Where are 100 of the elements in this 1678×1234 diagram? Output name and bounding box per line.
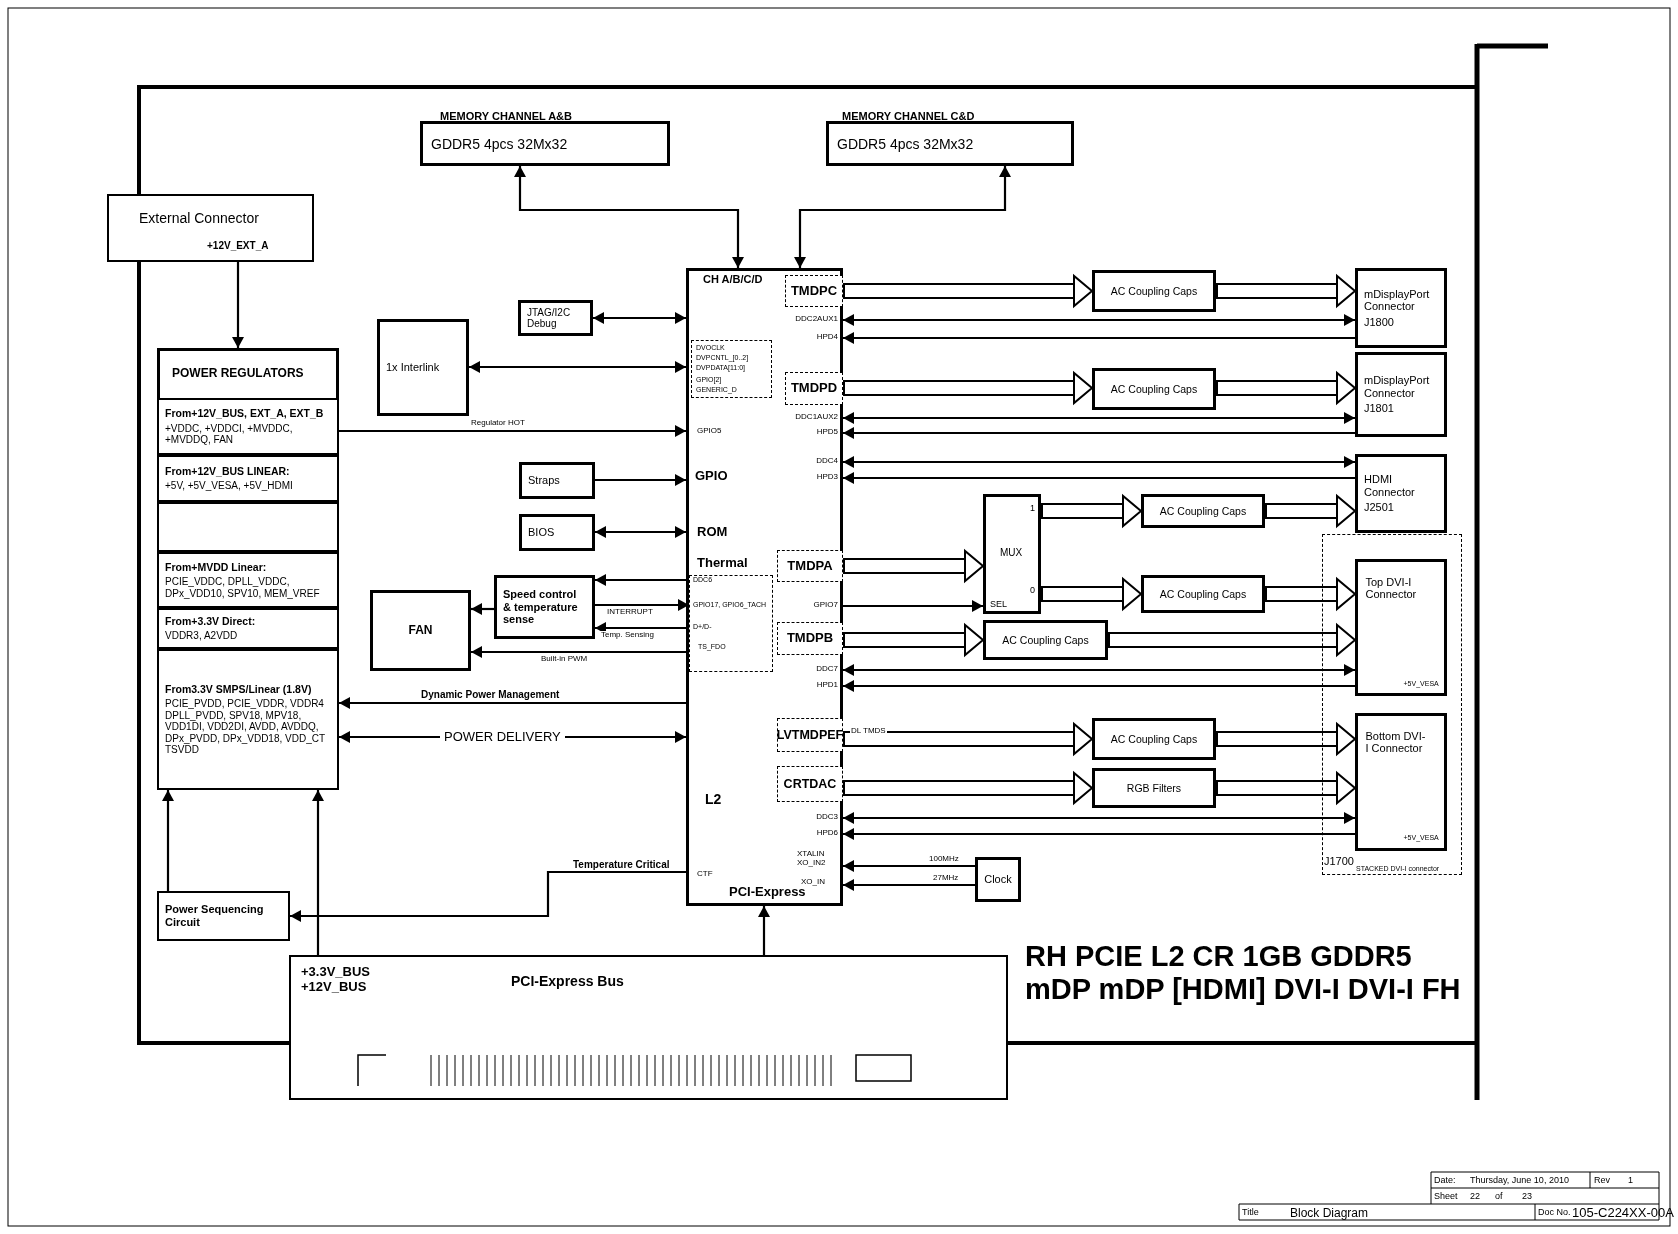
edge-label: DDC7 [815,665,839,674]
arrow [232,262,244,348]
box-label: +12V_EXT_A [207,240,269,252]
bus-arrow [1216,721,1357,757]
bus-arrow [843,370,1094,406]
box-label: JTAG/I2C Debug [527,306,572,330]
diagram-title: RH PCIE L2 CR 1GB GDDR5 mDP mDP [HDMI] DVI-I DVI-I FH [1025,940,1462,1007]
title-block-text: 22 [1470,1191,1480,1201]
output-port-box [777,550,843,582]
regulator-section [157,552,339,608]
box-label: mDisplayPort Connector [1364,287,1431,313]
double-arrow [843,664,1355,676]
bus-arrow [1216,273,1357,309]
box-label: ROM [697,525,728,540]
box-label: AC Coupling Caps [1159,504,1247,518]
box-label: AC Coupling Caps [1110,382,1198,396]
box-label: AC Coupling Caps [1159,587,1247,601]
box-heading: From+3.3V Direct: [165,615,256,628]
box-label: TMDPD [790,381,838,396]
edge-label: HPD4 [815,333,839,342]
box-label: L2 [705,791,722,808]
dvi-connector-box [1354,558,1447,696]
box-label: External Connector [139,210,259,227]
arrow [843,680,1355,692]
box-label: AC Coupling Caps [1002,633,1089,647]
signal-group-box [691,340,772,398]
double-arrow [794,166,1011,268]
edge-label: HPD1 [815,681,839,690]
edge-label: Regulator HOT [470,419,526,428]
box-label: +5V, +5V_VESA, +5V_HDMI [165,480,293,492]
edge-label: DL TMDS [850,727,887,736]
double-arrow [514,166,744,268]
box-label: J2501 [1364,501,1394,514]
title-block-text: Block Diagram [1290,1206,1369,1220]
box-label: GDDR5 4pcs 32Mx32 [431,136,568,153]
arrow [595,474,686,486]
box-label: CH A/B/C/D [703,273,763,286]
title-block-text: 1 [1628,1175,1633,1185]
edge-label: Temperature Critical [572,859,671,870]
box-label: RGB Filters [1126,781,1182,795]
edge-label: GPIO7 [812,601,839,610]
box-heading: MEMORY CHANNEL A&B [440,110,572,123]
regulator-section [157,608,339,649]
box-label: SEL [990,599,1007,610]
regulator-section [157,649,339,790]
output-port-box [785,372,843,405]
box-label: XO_IN [801,877,825,887]
regulator-section [157,502,339,552]
box-label: BIOS [528,526,555,539]
box-label: TMDPA [787,558,833,574]
box-label: Power Sequencing Circuit [165,903,265,929]
arrow [312,790,324,955]
bus-arrow [1108,622,1357,658]
arrow [471,646,689,658]
box-label: VDDR3, A2VDD [165,630,238,642]
edge-label: HPD5 [815,428,839,437]
arrow [758,906,770,955]
arrow [290,870,686,922]
box-label: CTF [697,869,713,879]
box-label: Thermal [697,556,748,571]
box-heading: POWER REGULATORS [172,367,304,381]
double-arrow [469,361,686,373]
edge-label: DDC1AUX2 [794,413,839,422]
arrow [843,427,1355,439]
arrow [339,697,686,709]
box-label: HDMI Connector [1364,473,1416,499]
display-connector-box [1355,352,1447,437]
bus-arrow [843,548,985,584]
edge-label: Temp. Sensing [600,631,655,640]
box-label: 0 [1030,585,1035,596]
box-label: J1800 [1364,315,1394,329]
arrow [595,599,689,611]
edge-label: DDC2AUX1 [794,315,839,324]
edge-label: Built-in PWM [540,655,589,664]
bus-arrow [843,721,1094,757]
arrow [595,622,689,634]
arrow [471,603,494,615]
bus-arrow [843,622,985,658]
title-block-text: Date: [1434,1175,1456,1185]
box-label: 1 [1030,503,1035,514]
interlink-box [377,319,469,416]
title-block-text: of [1495,1191,1503,1201]
box-label: PCI-Express [729,885,806,900]
title-block-text: 23 [1522,1191,1532,1201]
bios-box [519,514,595,551]
bus-connector-box [289,955,1008,1100]
edge-label: HPD6 [815,829,839,838]
bus-arrow [843,770,1094,806]
arrow [843,828,1355,840]
bus-arrow [1041,576,1143,612]
box-label: FAN [408,623,433,638]
title-block-text: Title [1242,1207,1259,1217]
box-label: PCIE_VDDC, DPLL_VDDC, DPx_VDD10, SPV10, MEM_VREF [165,576,321,600]
arrow [595,574,689,586]
double-arrow [843,456,1355,468]
box-heading: From3.3V SMPS/Linear (1.8V) [165,683,312,696]
double-arrow [843,412,1355,424]
box-label: MUX [1000,547,1023,559]
title-block-text: Rev [1594,1175,1610,1185]
edge-label: INTERRUPT [606,608,654,617]
